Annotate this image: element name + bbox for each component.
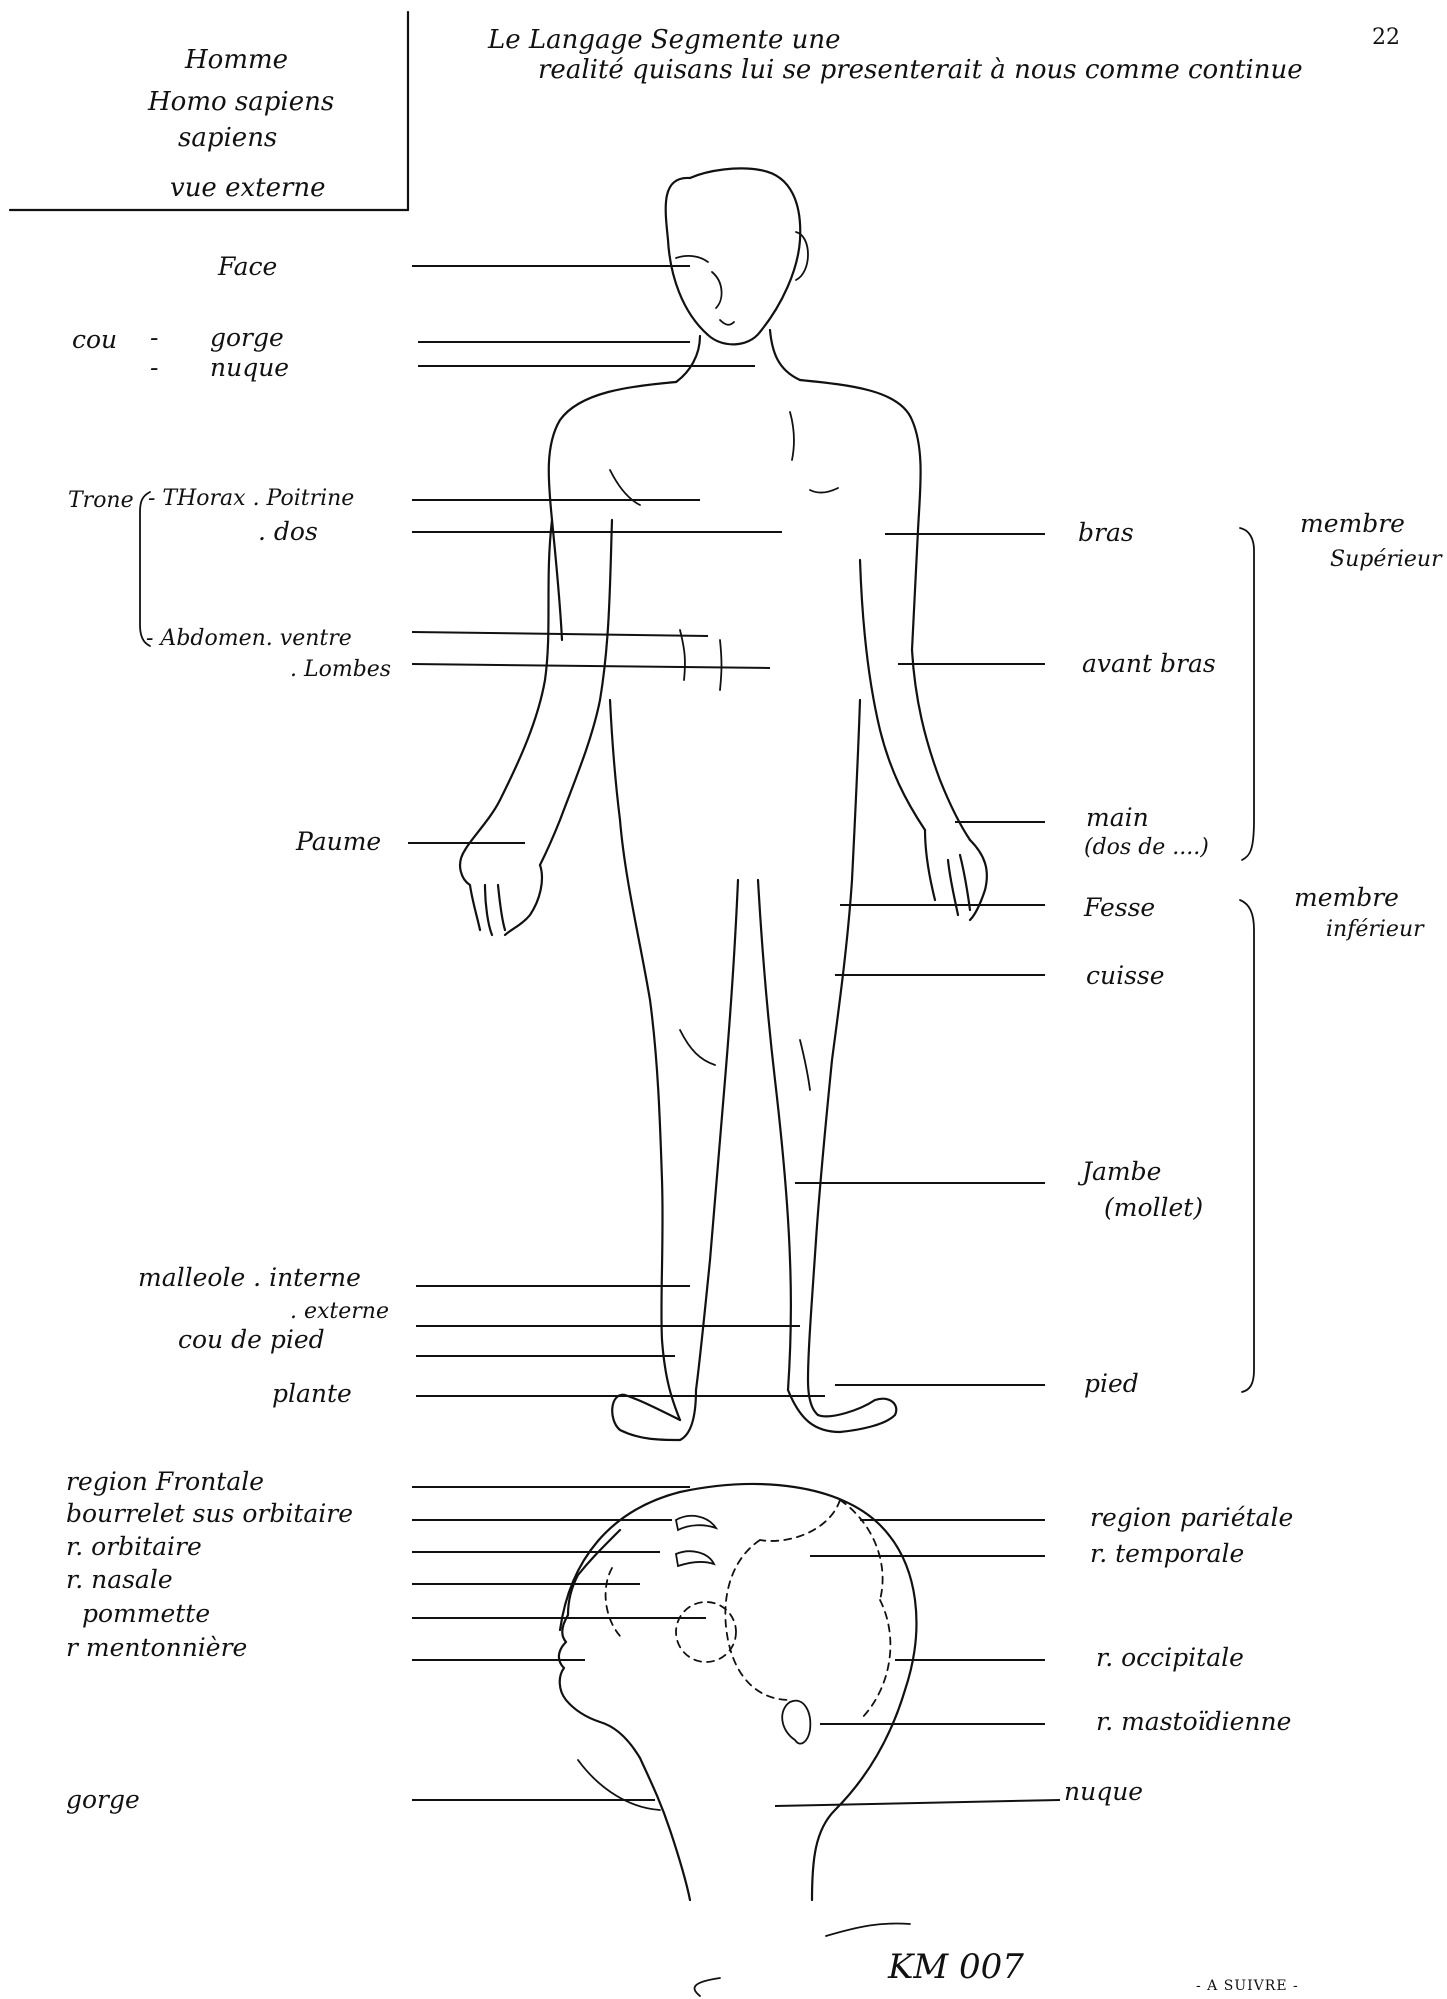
label-pied: pied	[1084, 1369, 1139, 1398]
label-lombes: . Lombes	[290, 657, 391, 682]
label-jambe: Jambe	[1077, 1157, 1161, 1186]
label-malleole-interne: malleole . interne	[138, 1263, 361, 1292]
label-bourrelet: bourrelet sus orbitaire	[66, 1499, 353, 1528]
label-gorge-head: gorge	[66, 1785, 140, 1814]
label-avant-bras: avant bras	[1082, 649, 1216, 678]
head-profile-figure	[559, 1484, 917, 1900]
title-box-genus: Homo sapiens	[147, 87, 334, 117]
label-region-mastoidienne: r. mastoïdienne	[1096, 1707, 1291, 1736]
label-dos: . dos	[258, 517, 318, 546]
label-abdomen: - Abdomen. ventre	[146, 626, 352, 651]
footer: KM 007 - A SUIVRE -	[695, 1924, 1299, 1997]
header-note-line1: Le Langage Segmente une	[487, 25, 840, 55]
footer-scribble-left	[695, 1978, 720, 1996]
label-cou-dash1: -	[150, 323, 158, 352]
head-profile-brow	[676, 1516, 716, 1566]
body-legs-outline	[610, 700, 860, 1420]
label-plante: plante	[272, 1379, 352, 1408]
head-profile-ear	[782, 1701, 810, 1744]
label-cuisse: cuisse	[1086, 961, 1165, 990]
body-abdomen-detail	[680, 630, 722, 690]
head-profile-outline	[560, 1484, 916, 1900]
label-face: Face	[217, 252, 277, 281]
head-region-nasal-boundary	[606, 1568, 620, 1636]
label-thorax: - THorax . Poitrine	[148, 486, 354, 511]
label-bras: bras	[1078, 518, 1134, 547]
body-left-foot	[612, 1390, 696, 1440]
label-region-frontale: region Frontale	[66, 1467, 264, 1496]
label-orbitaire: r. orbitaire	[66, 1532, 202, 1561]
membre-superieur-bracket	[1240, 528, 1254, 860]
body-figure	[460, 168, 987, 1440]
header-note: Le Langage Segmente une realité quisans …	[487, 25, 1400, 85]
label-membre-inf-1: membre	[1294, 883, 1399, 912]
label-nasale: r. nasale	[66, 1565, 173, 1594]
trone-bracket	[140, 492, 150, 646]
label-nuque-head: nuque	[1064, 1777, 1143, 1806]
title-box-common-name: Homme	[184, 45, 288, 75]
head-profile-face	[559, 1530, 690, 1900]
label-membre-sup-2: Supérieur	[1330, 547, 1443, 572]
head-region-temporal-boundary	[725, 1540, 790, 1700]
body-knee-detail	[680, 1030, 810, 1090]
label-mentonniere: r mentonnière	[66, 1633, 247, 1662]
label-cou: cou	[72, 325, 117, 354]
head-region-occipital-boundary	[860, 1600, 890, 1720]
header-note-line2: realité quisans lui se presenterait à no…	[538, 55, 1303, 85]
head-region-frontal-boundary	[760, 1500, 840, 1541]
label-nuque-body: nuque	[210, 353, 289, 382]
body-torso-outline	[549, 380, 921, 650]
label-main: main	[1086, 803, 1149, 832]
body-left-hand	[460, 850, 542, 935]
head-profile-jaw	[578, 1760, 660, 1810]
label-malleole-externe: . externe	[290, 1299, 389, 1324]
head-region-parietal-boundary	[840, 1500, 883, 1600]
label-paume: Paume	[295, 827, 381, 856]
label-region-temporale: r. temporale	[1090, 1539, 1244, 1568]
leader-lombes	[412, 664, 770, 668]
footer-scribble-top	[826, 1924, 910, 1937]
label-pommette: pommette	[82, 1599, 210, 1628]
head-right-labels: region pariétale r. temporale r. occipit…	[775, 1503, 1293, 1806]
label-region-occipitale: r. occipitale	[1096, 1643, 1244, 1672]
title-box: Homme Homo sapiens sapiens vue externe	[10, 12, 408, 210]
label-main-note: (dos de ....)	[1084, 835, 1209, 860]
label-gorge-body: gorge	[210, 323, 284, 352]
leader-nuque-head	[775, 1800, 1060, 1806]
title-box-view: vue externe	[170, 173, 326, 203]
footer-continued: - A SUIVRE -	[1196, 1978, 1299, 1994]
title-box-subspecies: sapiens	[178, 123, 277, 153]
label-membre-inf-2: inférieur	[1326, 917, 1425, 942]
body-left-arm	[465, 520, 612, 865]
body-chest-detail	[610, 412, 838, 505]
membre-inferieur-bracket	[1240, 900, 1254, 1392]
body-right-labels: bras avant bras main (dos de ....) Fesse…	[795, 509, 1443, 1398]
body-right-hand	[925, 830, 987, 920]
label-mollet: (mollet)	[1104, 1193, 1203, 1222]
label-cou-de-pied: cou de pied	[178, 1325, 325, 1354]
page-number: 22	[1372, 25, 1400, 50]
footer-code: KM 007	[887, 1947, 1024, 1987]
label-region-parietale: region pariétale	[1090, 1503, 1293, 1532]
label-trone: Trone	[68, 488, 134, 513]
body-neck	[676, 330, 800, 382]
label-cou-dash2: -	[150, 353, 158, 382]
head-left-labels: region Frontale bourrelet sus orbitaire …	[66, 1467, 706, 1814]
leader-abdomen	[412, 632, 708, 636]
label-fesse: Fesse	[1083, 893, 1155, 922]
label-membre-sup-1: membre	[1300, 509, 1405, 538]
